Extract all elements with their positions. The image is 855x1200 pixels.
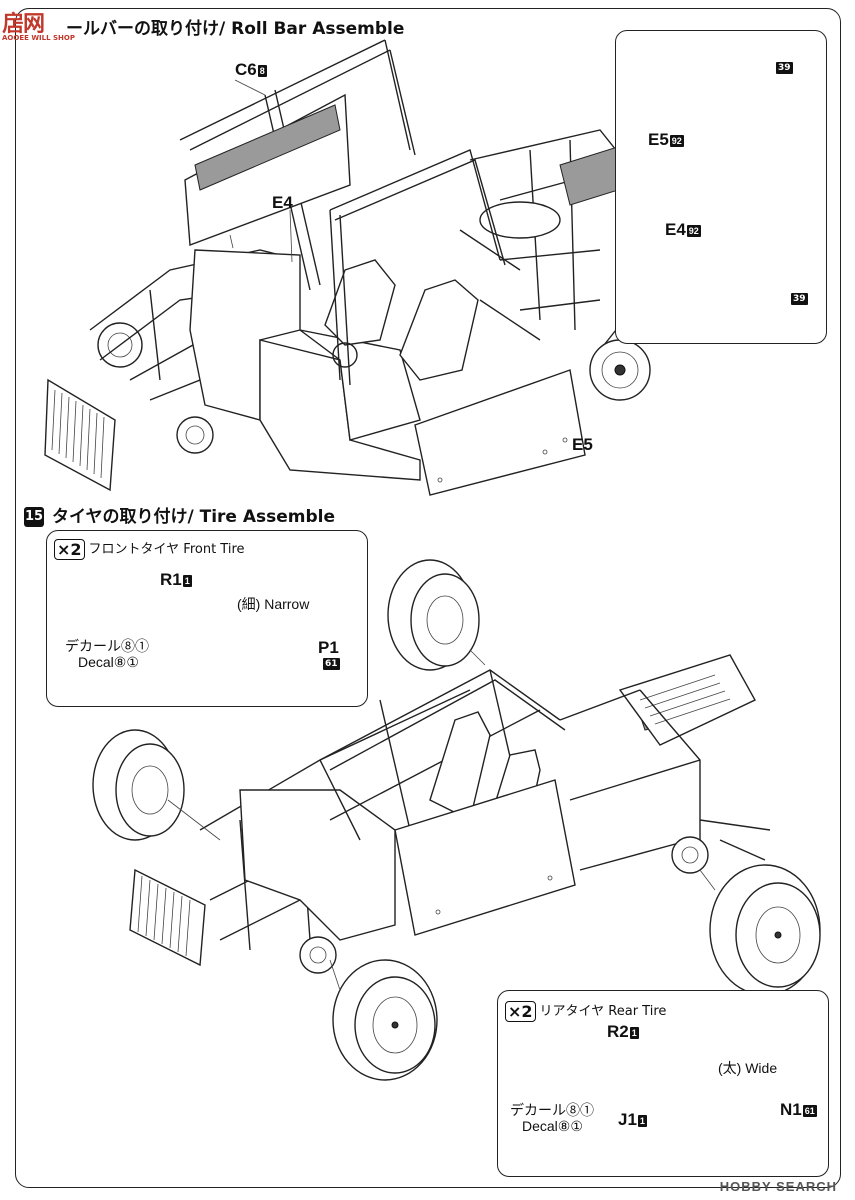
label-e5-main: E5	[572, 435, 593, 454]
bottom-chassis-drawing	[92, 559, 821, 1081]
front-decal-jp: デカール⑧①	[65, 638, 149, 654]
narrow-label: (細) Narrow	[237, 596, 310, 612]
front-decal-en: Decal⑧①	[78, 654, 139, 670]
wide-label: (太) Wide	[718, 1060, 778, 1076]
watermark-sub: AOOEE WILL SHOP	[2, 34, 75, 42]
label-p1: P1	[318, 638, 339, 658]
label-c6-text: C6	[235, 60, 257, 79]
label-r1-text: R1	[160, 570, 182, 589]
watermark-logo: 扂网 AOOEE WILL SHOP	[2, 6, 75, 42]
label-n1-text: N1	[780, 1100, 802, 1119]
label-n1-badge: 61	[802, 1104, 817, 1117]
front-tire-multiplier: ×2	[54, 539, 85, 560]
inset-label-e4-badge: 92	[686, 224, 701, 237]
watermark-brand: 扂网	[2, 12, 45, 37]
rear-tire-inset	[497, 990, 829, 1177]
door-decal-inset	[615, 30, 827, 344]
rear-decal-jp: デカール⑧①	[510, 1102, 594, 1118]
page-frame	[15, 8, 841, 1188]
front-tire-title-text: フロントタイヤ Front Tire	[88, 542, 245, 557]
step15-title-text: タイヤの取り付け/ Tire Assemble	[52, 507, 336, 527]
step14-title: ールバーの取り付け/ Roll Bar Assemble	[66, 19, 405, 39]
inset-label-e4-text: E4	[665, 220, 686, 239]
label-p1-badge: 61	[323, 658, 340, 670]
top-chassis-drawing	[44, 39, 651, 496]
label-r2-text: R2	[607, 1022, 629, 1041]
step15-title: 15 タイヤの取り付け/ Tire Assemble	[24, 502, 335, 527]
inset-label-e5-text: E5	[648, 130, 669, 149]
footer-watermark: HOBBY SEARCH	[719, 1179, 837, 1194]
label-r1-badge: 1	[182, 574, 192, 587]
rear-tire-multiplier: ×2	[505, 1001, 536, 1022]
rear-tire-title-text: リアタイヤ Rear Tire	[539, 1004, 667, 1019]
label-j1-badge: 1	[637, 1114, 647, 1127]
label-r2-badge: 1	[629, 1026, 639, 1039]
decal-39-bottom: 39	[791, 293, 808, 305]
step15-number: 15	[24, 507, 44, 527]
label-p1-text: P1	[318, 638, 339, 657]
front-tire-inset	[46, 530, 368, 707]
label-c6-badge: 8	[257, 64, 267, 77]
label-j1-text: J1	[618, 1110, 637, 1129]
rear-decal-en: Decal⑧①	[522, 1118, 583, 1134]
inset-label-e5-badge: 92	[669, 134, 684, 147]
label-e4-main: E4	[272, 193, 293, 212]
decal-39-top: 39	[776, 62, 793, 74]
